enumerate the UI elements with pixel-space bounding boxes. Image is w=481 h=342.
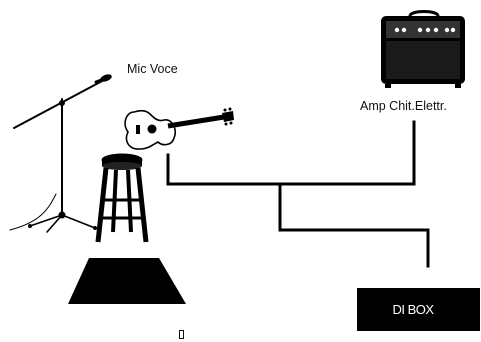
amp-label: Amp Chit.Elettr. bbox=[360, 99, 447, 113]
small-marker bbox=[179, 330, 184, 339]
di-box-label: DI BOX bbox=[392, 302, 434, 317]
mic-voce-label: Mic Voce bbox=[127, 62, 178, 76]
di-box: DI BOX bbox=[357, 288, 480, 331]
